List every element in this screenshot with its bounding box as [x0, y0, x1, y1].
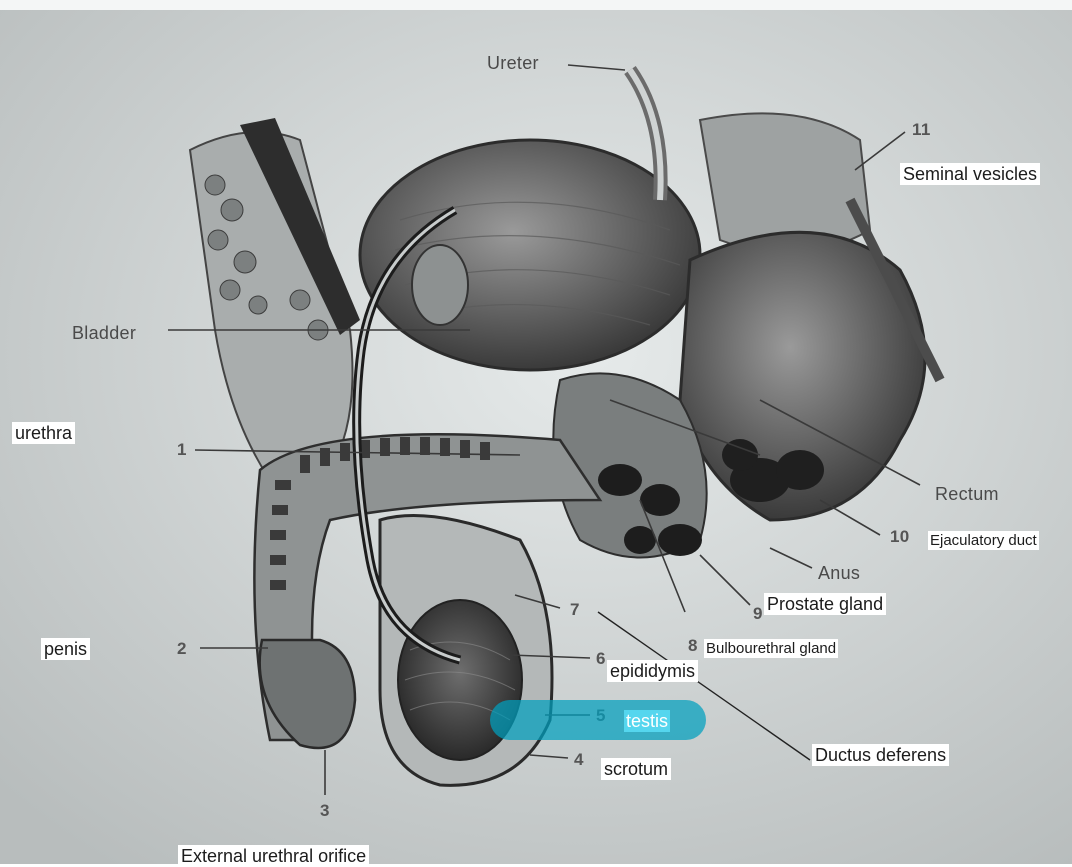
- label-bulbourethral-gland[interactable]: Bulbourethral gland: [704, 639, 839, 658]
- testis-highlight: [490, 700, 706, 740]
- label-seminal-vesicles[interactable]: Seminal vesicles: [900, 163, 1041, 185]
- bladder-print-label: Bladder: [72, 323, 137, 343]
- number-7: 7: [570, 600, 580, 619]
- number-3: 3: [320, 801, 330, 820]
- label-scrotum[interactable]: scrotum: [601, 758, 672, 780]
- label-ejaculatory-duct[interactable]: Ejaculatory duct: [928, 531, 1039, 550]
- number-2: 2: [177, 639, 187, 658]
- rectum-print-label: Rectum: [935, 484, 999, 504]
- number-9: 9: [753, 604, 763, 623]
- ureter-print-label: Ureter: [487, 53, 539, 73]
- number-8: 8: [688, 636, 698, 655]
- label-prostate-gland[interactable]: Prostate gland: [764, 593, 887, 615]
- label-testis[interactable]: testis: [624, 710, 671, 732]
- number-1: 1: [177, 440, 187, 459]
- label-epididymis[interactable]: epididymis: [607, 660, 699, 682]
- number-10: 10: [890, 527, 910, 546]
- number-11: 11: [912, 120, 931, 139]
- label-ductus-deferens[interactable]: Ductus deferens: [812, 744, 950, 766]
- label-penis[interactable]: penis: [41, 638, 91, 660]
- number-6: 6: [596, 649, 606, 668]
- label-external-urethral-orifice[interactable]: External urethral orifice: [178, 845, 370, 867]
- label-urethra[interactable]: urethra: [12, 422, 76, 444]
- anus-print-label: Anus: [818, 563, 861, 583]
- number-4: 4: [574, 750, 584, 769]
